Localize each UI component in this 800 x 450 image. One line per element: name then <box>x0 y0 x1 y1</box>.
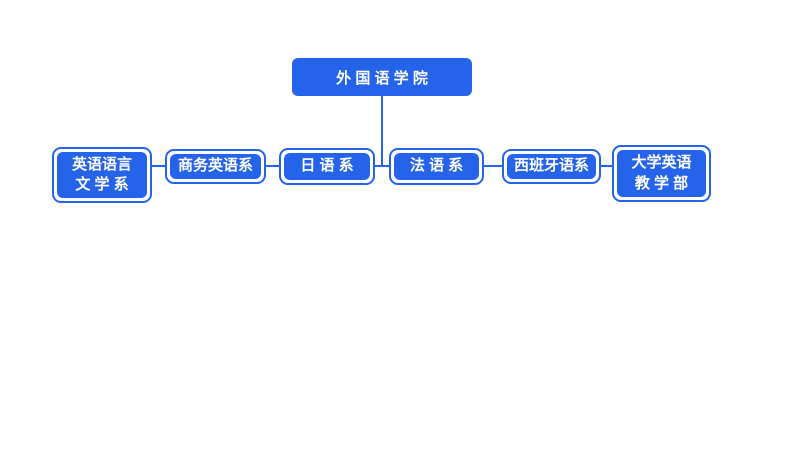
dept-node-label: 商务英语系 <box>170 154 261 179</box>
dept-node-label: 法 语 系 <box>394 153 479 180</box>
dept-label-line: 文 学 系 <box>75 176 129 193</box>
dept-node-label: 日 语 系 <box>284 153 370 180</box>
dept-label-line: 日 语 系 <box>300 157 354 175</box>
dept-node-business-english: 商务英语系 <box>165 149 266 184</box>
connector-stem <box>381 96 383 166</box>
dept-label-line: 法 语 系 <box>409 157 464 175</box>
dept-node-label: 大学英语 教 学 部 <box>617 150 706 197</box>
dept-label-line: 英语语言 <box>71 155 132 173</box>
dept-label-line: 大学英语 <box>631 154 692 172</box>
dept-node-label: 西班牙语系 <box>507 154 596 179</box>
dept-label-line: 西班牙语系 <box>513 157 589 175</box>
root-node: 外 国 语 学 院 <box>292 58 472 96</box>
dept-node-japanese: 日 语 系 <box>279 148 375 185</box>
dept-label-line: 教 学 部 <box>634 174 689 192</box>
dept-node-french: 法 语 系 <box>389 148 484 185</box>
dept-label-line: 商务英语系 <box>177 157 253 175</box>
dept-node-college-english-teaching: 大学英语 教 学 部 <box>612 145 711 202</box>
dept-node-english-language-literature: 英语语言 文 学 系 <box>52 147 152 203</box>
dept-node-label: 英语语言 文 学 系 <box>57 152 147 198</box>
connector-rail <box>100 165 662 167</box>
root-node-label: 外 国 语 学 院 <box>336 69 428 87</box>
dept-node-spanish: 西班牙语系 <box>502 149 601 184</box>
